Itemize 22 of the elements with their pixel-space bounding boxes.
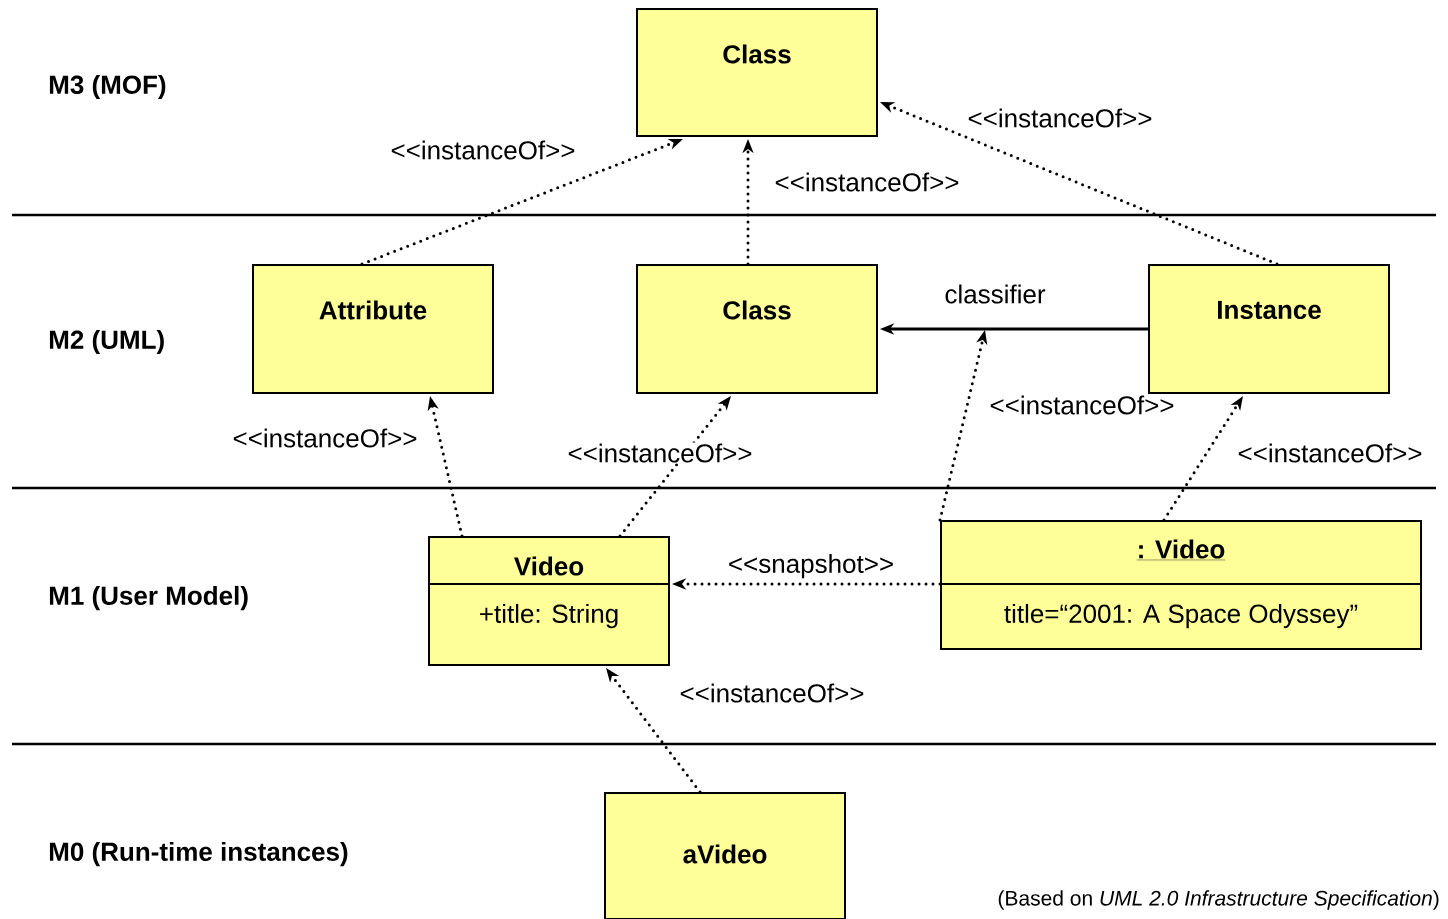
object-box: : Video title=“2001: A Space Odyssey” — [939, 520, 1423, 650]
layer-label: M3 (MOF) — [49, 74, 166, 100]
edge-label: <<instanceOf>> — [566, 442, 754, 464]
edge-label: classifier — [943, 283, 1047, 305]
edge-label: <<instanceOf>> — [988, 394, 1176, 416]
layer-label: M1 (User Model) — [49, 585, 248, 611]
class-box: Instance — [1148, 264, 1390, 394]
layer-label: M0 (Run-time instances) — [49, 841, 348, 867]
class-box: Video +title: String — [427, 536, 671, 666]
edge-label: <<instanceOf>> — [231, 427, 419, 449]
edge-label: <<instanceOf>> — [773, 171, 961, 193]
class-box: Class — [636, 264, 878, 394]
class-box: Attribute — [252, 264, 494, 394]
edge-label: <<instanceOf>> — [1236, 442, 1424, 464]
edge-label: <<instanceOf>> — [678, 682, 866, 704]
edge-label: <<snapshot>> — [726, 552, 896, 580]
source-note: (Based on UML 2.0 Infrastructure Specification) — [998, 890, 1439, 910]
layer-label: M2 (UML) — [49, 329, 164, 355]
edge-label: <<instanceOf>> — [966, 107, 1154, 129]
object-box: aVideo — [604, 792, 846, 919]
edge-label: <<instanceOf>> — [389, 139, 577, 161]
class-box: Class — [636, 8, 878, 137]
